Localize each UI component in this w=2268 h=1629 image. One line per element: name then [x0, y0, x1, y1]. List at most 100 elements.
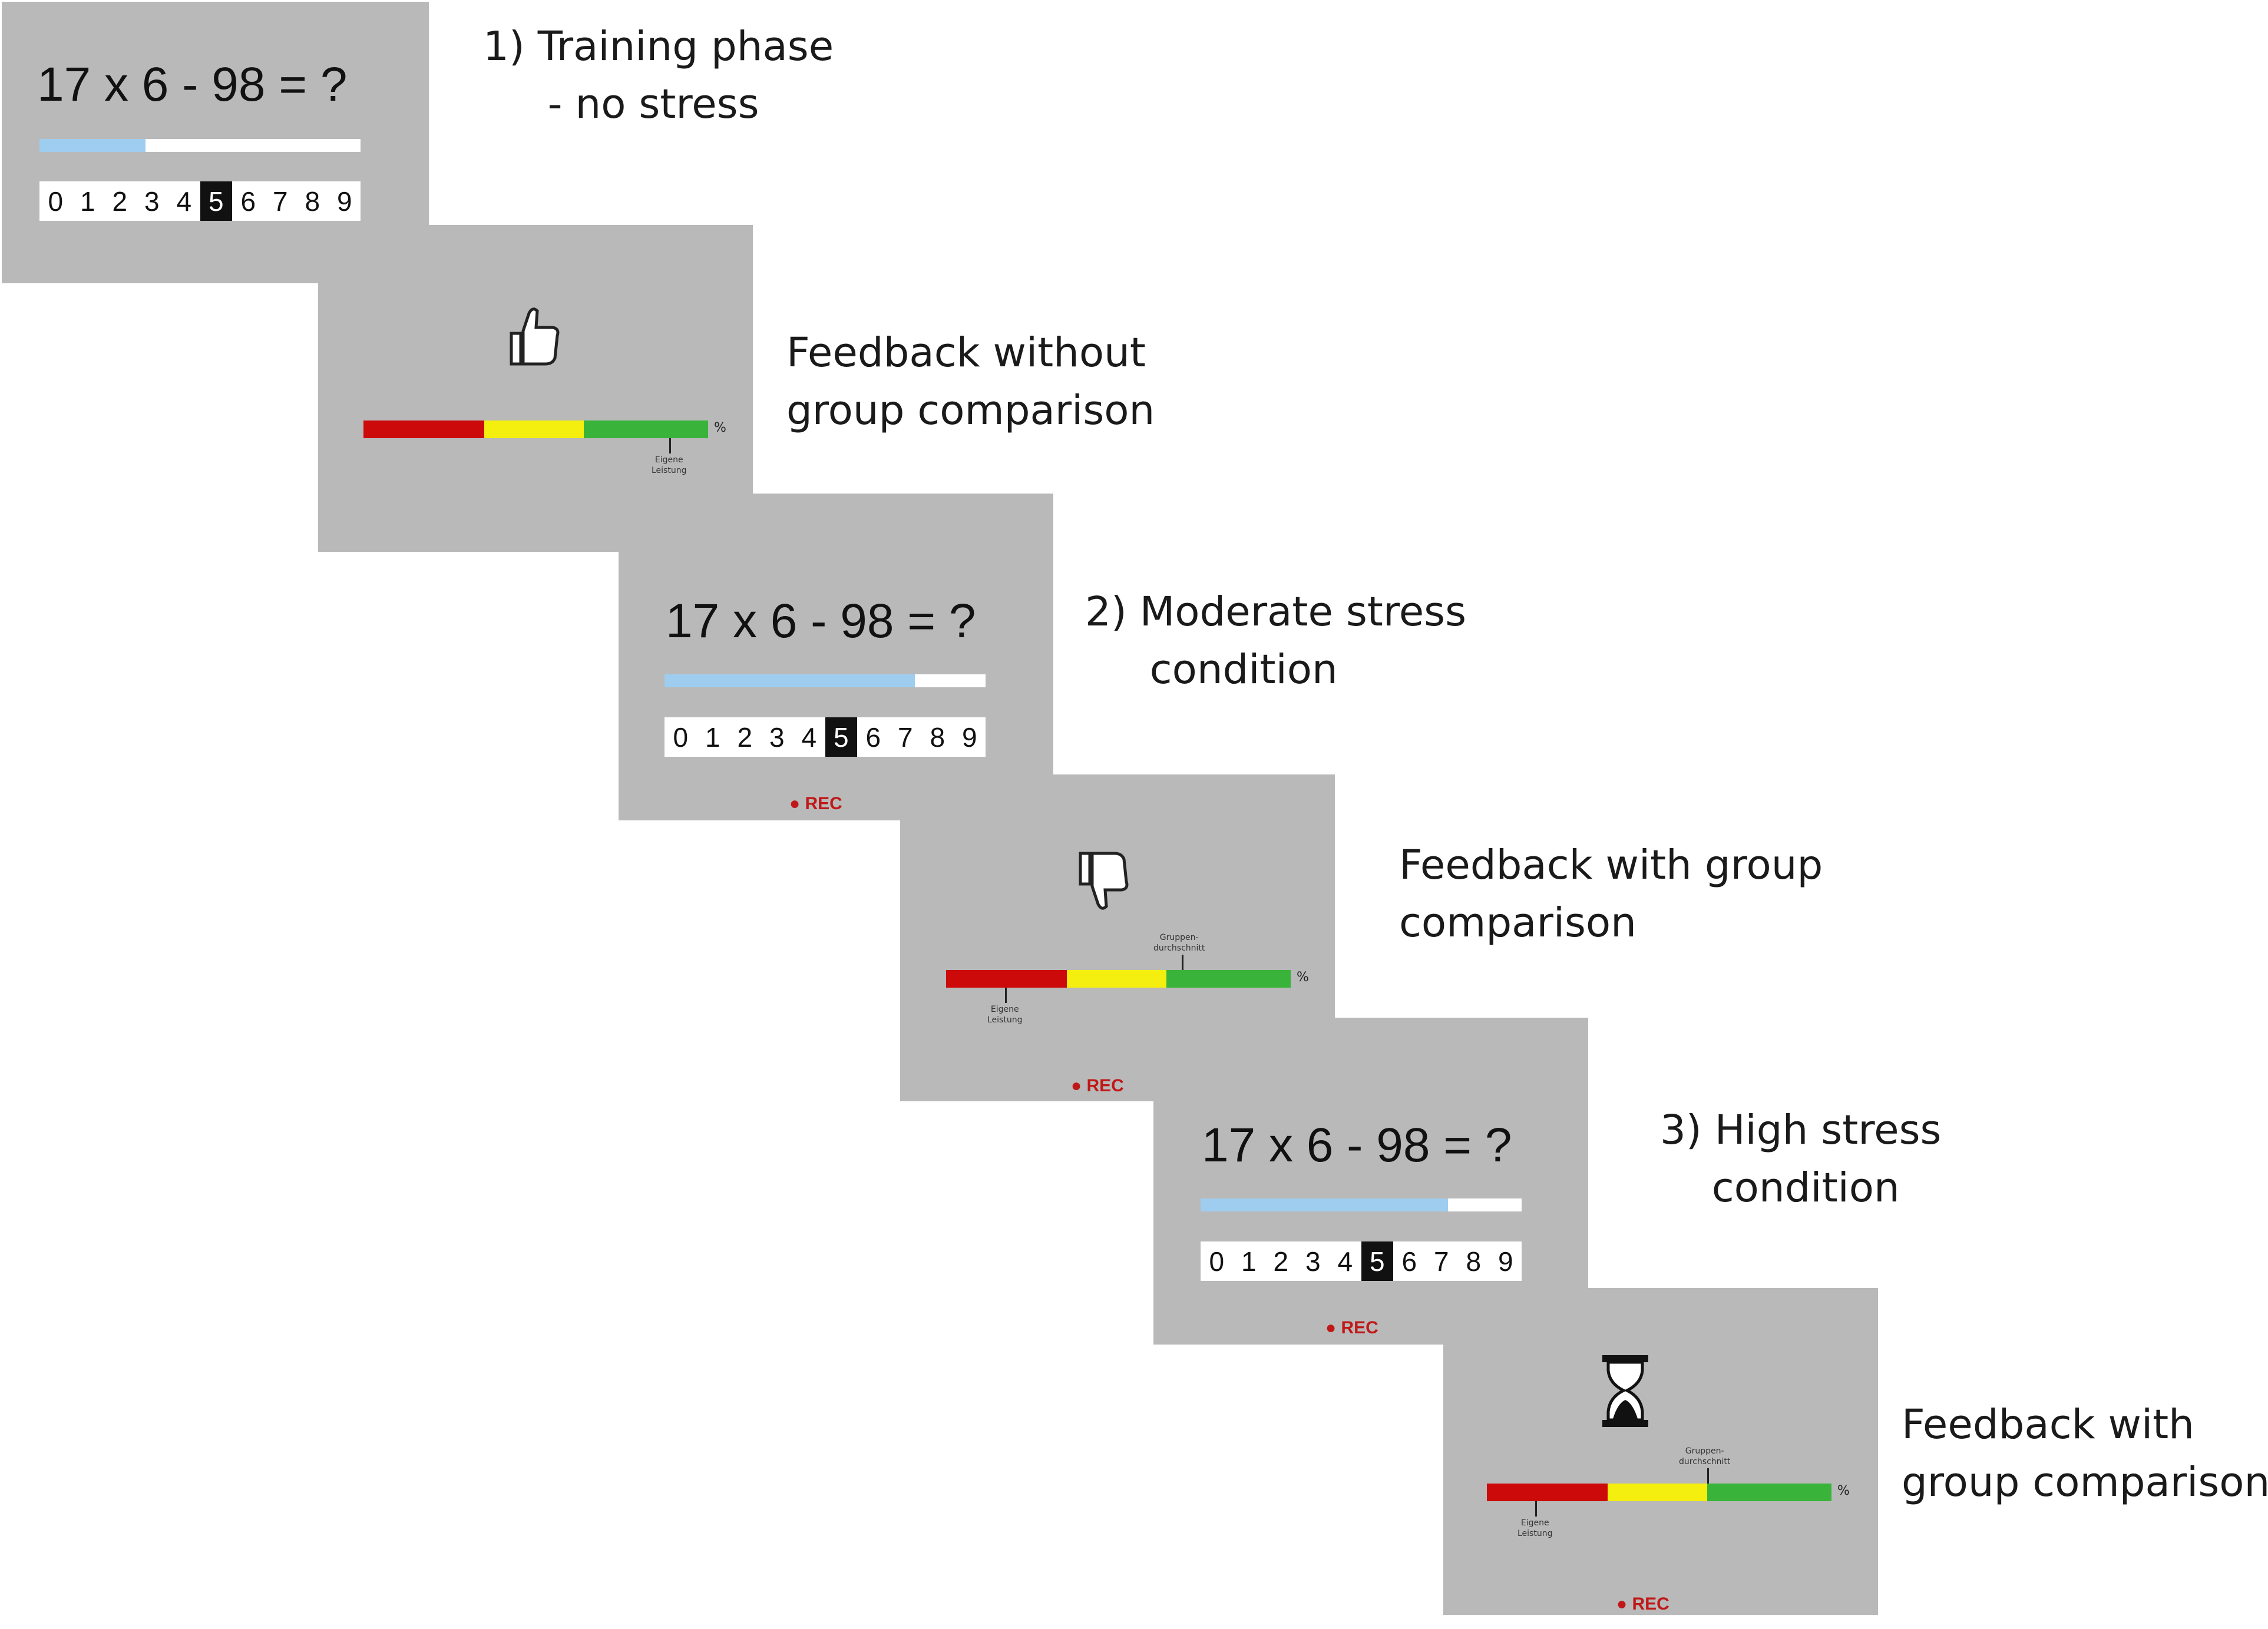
bar-green-segment — [1166, 970, 1291, 988]
note-line: Eigene — [990, 1005, 1019, 1014]
feedback-screen-3: Gruppen- durchschnitt % Eigene Leistung … — [1443, 1288, 1878, 1615]
digit[interactable]: 7 — [897, 721, 913, 753]
digit[interactable]: 3 — [769, 721, 785, 753]
bar-yellow-segment — [1607, 1484, 1708, 1501]
bar-green-segment — [1707, 1484, 1831, 1501]
label-line: Feedback without — [786, 329, 1146, 376]
digit[interactable]: 6 — [1401, 1246, 1417, 1277]
digit[interactable]: 2 — [112, 186, 128, 217]
label-line: 2) Moderate stress — [1085, 588, 1467, 635]
digit[interactable]: 9 — [1497, 1246, 1513, 1277]
phase-label-1: 1) Training phase - no stress — [483, 18, 834, 133]
feedback-label-1: Feedback without group comparison — [786, 324, 1155, 439]
group-average-note: Gruppen- durchschnitt — [1679, 1446, 1730, 1467]
rec-indicator: ● REC — [1616, 1594, 1669, 1614]
label-line: group comparison — [1902, 1459, 2268, 1506]
digit[interactable]: 1 — [1241, 1246, 1257, 1277]
bar-yellow-segment — [484, 421, 584, 438]
digit[interactable]: 1 — [705, 721, 720, 753]
digit[interactable]: 7 — [1433, 1246, 1449, 1277]
own-performance-note: Eigene Leistung — [652, 455, 686, 476]
rec-indicator: ● REC — [789, 794, 842, 813]
feedback-label-3: Feedback with group comparison — [1902, 1396, 2268, 1511]
digit[interactable]: 6 — [240, 186, 256, 217]
equation: 17 x 6 - 98 = ? — [37, 58, 348, 111]
digit[interactable]: 6 — [865, 721, 881, 753]
digit[interactable]: 0 — [673, 721, 689, 753]
own-performance-note: Eigene Leistung — [1517, 1518, 1552, 1539]
label-line: 1) Training phase — [483, 23, 834, 70]
feedback-label-2: Feedback with group comparison — [1399, 836, 1823, 952]
note-line: Gruppen- — [1685, 1446, 1724, 1456]
digit[interactable]: 3 — [144, 186, 160, 217]
digit-selected[interactable]: 5 — [825, 717, 857, 757]
bar-yellow-segment — [1066, 970, 1167, 988]
digit[interactable]: 4 — [176, 186, 192, 217]
performance-bar — [1487, 1484, 1831, 1501]
time-progress-fill — [1201, 1198, 1448, 1211]
rec-indicator: ● REC — [1325, 1318, 1378, 1337]
bar-red-segment — [363, 421, 484, 438]
own-performance-marker — [669, 438, 671, 453]
hourglass-icon — [1602, 1355, 1648, 1427]
label-line: comparison — [1399, 899, 1636, 946]
note-line: Eigene — [654, 455, 683, 465]
note-line: Leistung — [652, 466, 687, 475]
label-line: group comparison — [786, 387, 1155, 434]
note-line: durchschnitt — [1153, 943, 1205, 953]
time-progress-fill — [664, 674, 915, 687]
bar-green-segment — [584, 421, 708, 438]
own-performance-marker — [1005, 988, 1007, 1003]
equation: 17 x 6 - 98 = ? — [666, 594, 976, 648]
percent-sign: % — [714, 421, 726, 435]
thumbs-down-icon — [1079, 852, 1129, 910]
note-line: Gruppen- — [1159, 933, 1199, 942]
digit[interactable]: 1 — [80, 186, 95, 217]
task-screen-moderate: 17 x 6 - 98 = ? 0 1 2 3 4 5 6 7 8 9 ● RE… — [619, 494, 1053, 820]
note-line: Leistung — [987, 1015, 1023, 1025]
note-line: durchschnitt — [1679, 1457, 1731, 1466]
bar-red-segment — [946, 970, 1067, 988]
digit-selected[interactable]: 5 — [1361, 1241, 1393, 1281]
group-average-note: Gruppen- durchschnitt — [1153, 932, 1205, 953]
digit[interactable]: 0 — [1209, 1246, 1225, 1277]
time-progress-bar — [39, 139, 361, 152]
time-progress-fill — [39, 139, 146, 152]
note-line: Eigene — [1520, 1518, 1549, 1528]
performance-bar — [363, 421, 708, 438]
digit[interactable]: 8 — [1466, 1246, 1482, 1277]
label-line: condition — [1660, 1164, 1900, 1211]
percent-sign: % — [1297, 970, 1309, 985]
digit[interactable]: 8 — [930, 721, 945, 753]
digit-selector: 0 1 2 3 4 5 6 7 8 9 — [39, 181, 361, 221]
digit[interactable]: 9 — [336, 186, 352, 217]
equation: 17 x 6 - 98 = ? — [1202, 1118, 1512, 1172]
digit[interactable]: 4 — [801, 721, 817, 753]
digit-selector: 0 1 2 3 4 5 6 7 8 9 — [1201, 1241, 1522, 1281]
rec-indicator: ● REC — [1071, 1076, 1124, 1095]
digit[interactable]: 2 — [737, 721, 753, 753]
phase-label-2: 2) Moderate stress condition — [1085, 583, 1466, 698]
digit[interactable]: 4 — [1337, 1246, 1353, 1277]
task-screen-training: 17 x 6 - 98 = ? 0 1 2 3 4 5 6 7 8 9 — [2, 2, 429, 283]
group-average-marker — [1707, 1468, 1709, 1484]
time-progress-bar — [664, 674, 986, 687]
time-progress-bar — [1201, 1198, 1522, 1211]
digit-selected[interactable]: 5 — [200, 181, 232, 221]
digit[interactable]: 0 — [48, 186, 64, 217]
digit[interactable]: 9 — [961, 721, 977, 753]
label-line: condition — [1085, 646, 1338, 693]
digit[interactable]: 2 — [1273, 1246, 1289, 1277]
percent-sign: % — [1837, 1484, 1850, 1498]
label-line: Feedback with group — [1399, 842, 1823, 889]
label-line: 3) High stress — [1660, 1107, 1942, 1154]
digit[interactable]: 7 — [272, 186, 288, 217]
bar-red-segment — [1487, 1484, 1608, 1501]
performance-bar — [946, 970, 1291, 988]
label-line: - no stress — [483, 81, 759, 128]
own-performance-marker — [1535, 1501, 1537, 1517]
note-line: Leistung — [1517, 1529, 1553, 1538]
digit[interactable]: 8 — [305, 186, 320, 217]
digit[interactable]: 3 — [1305, 1246, 1321, 1277]
thumbs-up-icon — [510, 307, 560, 366]
